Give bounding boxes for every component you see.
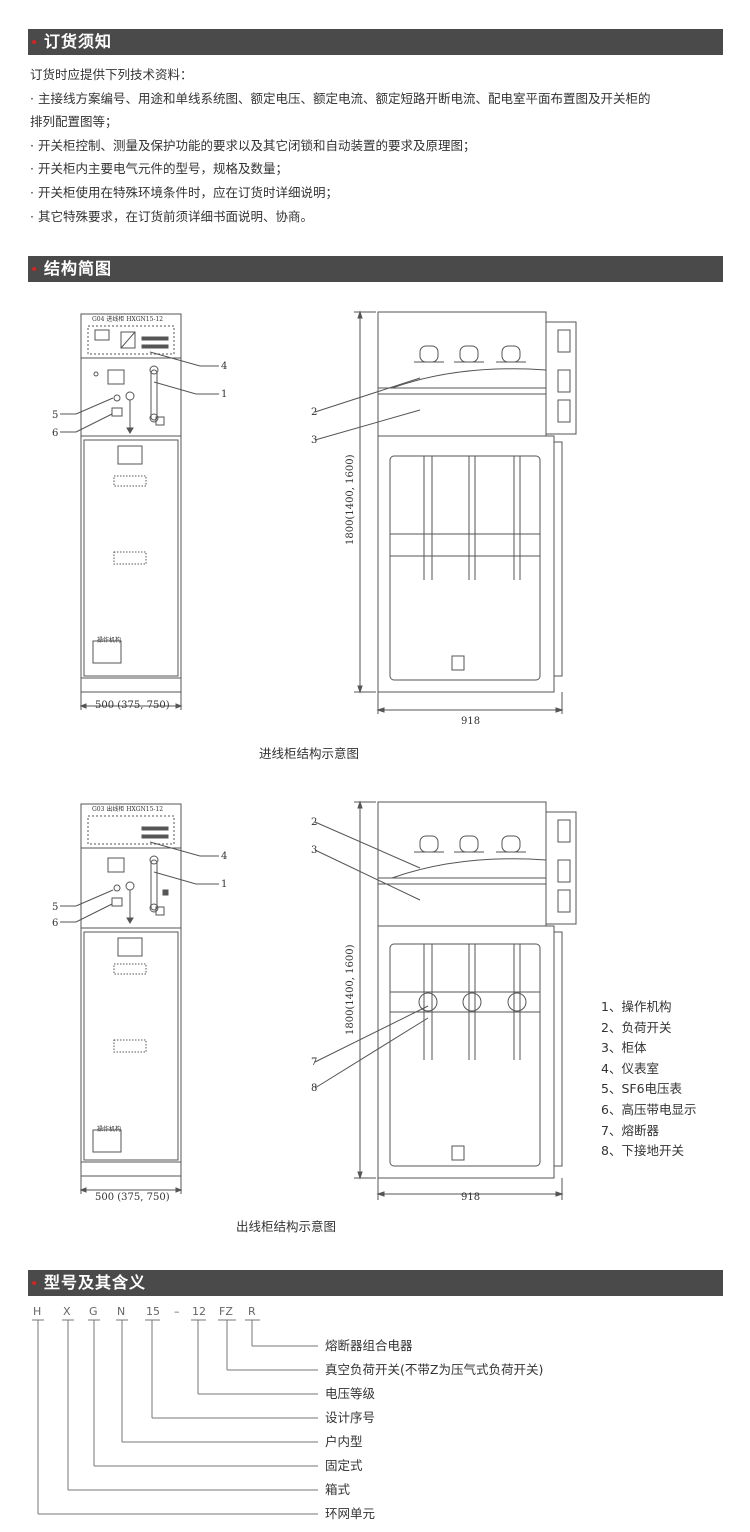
ordering-item: · 其它特殊要求，在订货前须详细书面说明、协商。 [30, 208, 313, 224]
model-meaning: 真空负荷开关(不带Z为压气式负荷开关) [325, 1362, 543, 1377]
section-title: 结构简图 [44, 259, 113, 278]
legend-item: 2、负荷开关 [601, 1019, 672, 1035]
ordering-item: · 开关柜使用在特殊环境条件时，应在订货时详细说明； [30, 184, 338, 200]
height-dimension: 1800(1400, 1600) [345, 944, 356, 1035]
model-meaning: 箱式 [325, 1482, 351, 1497]
panel-header: G03 出线柜 HXGN15-12 [92, 805, 163, 813]
section-banner-ordering: 订货须知 [28, 29, 723, 55]
callout-3: 3 [311, 435, 317, 446]
width-dimension: 500 (375, 750) [95, 700, 170, 711]
callout-3: 3 [311, 845, 317, 856]
model-meaning: 环网单元 [325, 1506, 375, 1521]
bullet-dot [32, 40, 36, 44]
section-banner-model: 型号及其含义 [28, 1270, 723, 1296]
mechanism-tag: 操作机构 [97, 636, 121, 644]
ordering-intro: 订货时应提供下列技术资料： [30, 67, 193, 82]
model-meaning: 电压等级 [325, 1386, 376, 1401]
bullet-dot [32, 1281, 36, 1285]
model-letter: – [174, 1305, 180, 1318]
ordering-item: · 主接线方案编号、用途和单线系统图、额定电压、额定电流、额定短路开断电流、配电… [30, 90, 651, 106]
model-letter: X [63, 1305, 71, 1318]
model-meaning: 熔断器组合电器 [325, 1338, 413, 1353]
legend-item: 7、熔断器 [601, 1122, 659, 1138]
model-meaning: 设计序号 [325, 1410, 375, 1425]
section-title: 型号及其含义 [44, 1273, 147, 1292]
model-letter: 15 [146, 1305, 160, 1318]
callout-1: 1 [221, 879, 227, 890]
callout-5: 5 [52, 902, 58, 913]
callout-1: 1 [221, 389, 227, 400]
bullet-dot [32, 267, 36, 271]
model-letter: FZ [219, 1305, 233, 1318]
incoming-cabinet-diagram: G04 进线柜 HXGN15-12 操作机构 500 (375, 750) 91… [52, 310, 577, 727]
model-letter: 12 [192, 1305, 206, 1318]
height-dimension: 1800(1400, 1600) [345, 454, 356, 545]
ordering-notes: 订货时应提供下列技术资料： · 主接线方案编号、用途和单线系统图、额定电压、额定… [30, 63, 720, 228]
legend-item: 4、仪表室 [601, 1060, 659, 1076]
callout-6: 6 [52, 428, 58, 439]
mechanism-tag: 操作机构 [97, 1125, 121, 1133]
legend-item: 6、高压带电显示 [601, 1101, 697, 1117]
model-letter: G [89, 1305, 98, 1318]
callout-8: 8 [311, 1083, 317, 1094]
callout-2: 2 [311, 817, 317, 828]
ordering-item: · 开关柜内主要电气元件的型号，规格及数量； [30, 161, 288, 177]
legend-item: 8、下接地开关 [601, 1143, 684, 1159]
model-letter: H [33, 1305, 41, 1318]
callout-7: 7 [311, 1057, 317, 1068]
callout-6: 6 [52, 918, 58, 929]
outgoing-cabinet-diagram: G03 出线柜 HXGN15-12 操作机构 500 (375, 750) 91… [52, 800, 577, 1203]
section-banner-structure: 结构简图 [28, 256, 723, 282]
depth-dimension: 918 [461, 1192, 480, 1203]
callout-2: 2 [311, 407, 317, 418]
component-legend: 1、操作机构 2、负荷开关 3、柜体 4、仪表室 5、SF6电压表 6、高压带电… [601, 997, 696, 1162]
caption-incoming: 进线柜结构示意图 [259, 746, 360, 761]
section-title: 订货须知 [44, 32, 113, 51]
ordering-item: · 开关柜控制、测量及保护功能的要求以及其它闭锁和自动装置的要求及原理图； [30, 137, 476, 153]
caption-outgoing: 出线柜结构示意图 [236, 1219, 337, 1234]
model-code-diagram: H X G N 15 – 12 FZ R 熔断器组合电器 真空负荷开关(不带Z为… [32, 1305, 543, 1521]
legend-item: 5、SF6电压表 [601, 1081, 683, 1097]
legend-item: 1、操作机构 [601, 999, 672, 1014]
model-meaning: 户内型 [325, 1434, 363, 1449]
callout-4: 4 [221, 361, 227, 372]
depth-dimension: 918 [461, 716, 480, 727]
panel-header: G04 进线柜 HXGN15-12 [92, 315, 163, 323]
legend-item: 3、柜体 [601, 1040, 647, 1056]
model-letter: R [248, 1305, 256, 1318]
callout-4: 4 [221, 851, 227, 862]
ordering-item: 排列配置图等； [30, 114, 118, 130]
model-meaning: 固定式 [325, 1458, 363, 1473]
width-dimension: 500 (375, 750) [95, 1192, 170, 1203]
callout-5: 5 [52, 410, 58, 421]
model-letter: N [117, 1305, 125, 1318]
